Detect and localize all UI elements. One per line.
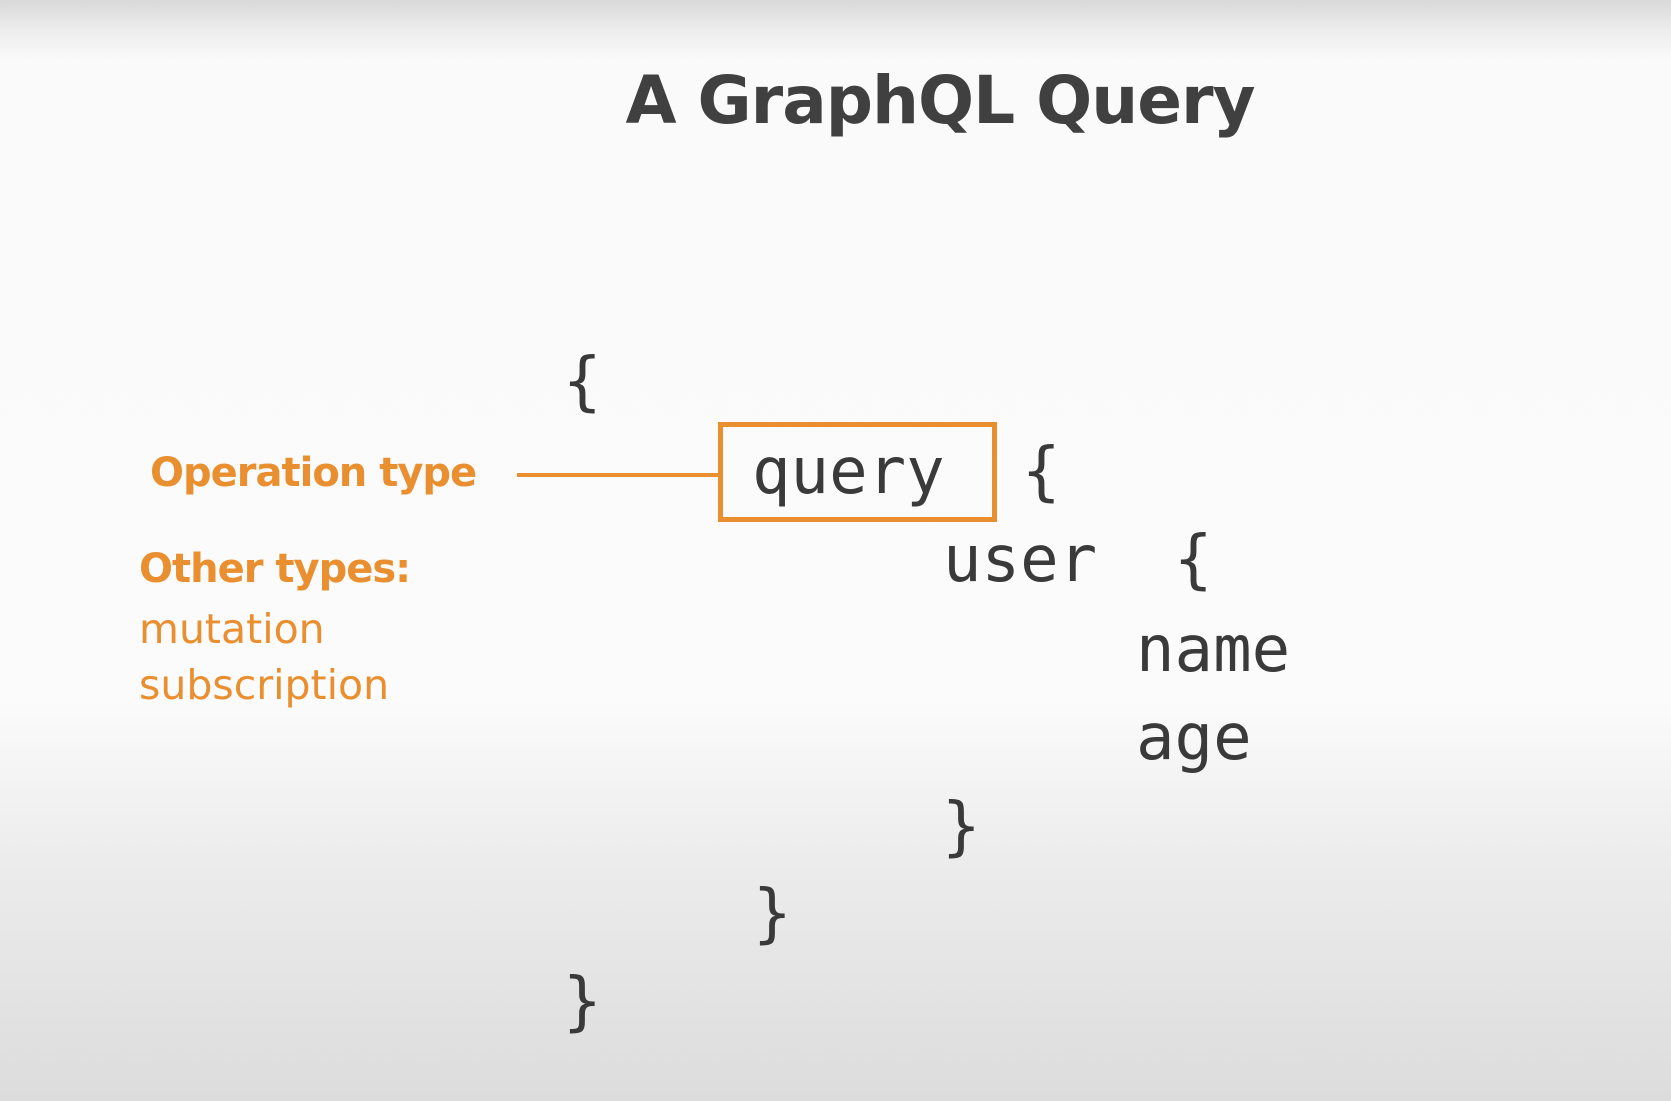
code-user-field: user (943, 523, 1098, 597)
code-user-close-brace: } (942, 790, 981, 864)
code-name-field: name (1136, 613, 1291, 687)
other-type-mutation: mutation (139, 605, 325, 653)
code-query-keyword: query (752, 435, 945, 509)
code-age-field: age (1136, 701, 1252, 775)
code-user-brace: { (1174, 523, 1213, 597)
operation-type-connector-line (517, 473, 719, 477)
other-types-heading: Other types: (139, 546, 411, 592)
query-highlight-box (718, 422, 997, 522)
code-query-brace: { (1022, 435, 1061, 509)
code-open-brace: { (563, 345, 602, 419)
slide-title: A GraphQL Query (625, 62, 1255, 139)
code-close-brace: } (563, 965, 602, 1039)
operation-type-label: Operation type (150, 450, 477, 496)
other-type-subscription: subscription (139, 661, 390, 709)
code-query-close-brace: } (753, 877, 792, 951)
